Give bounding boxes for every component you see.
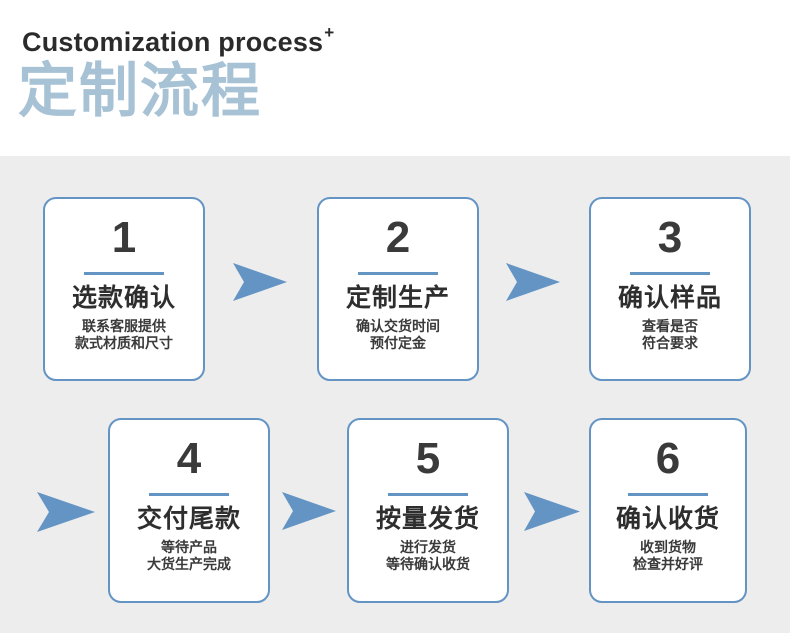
- step-subtitle-line-1: 收到货物: [640, 538, 696, 555]
- step-subtitle-line-2: 预付定金: [370, 335, 426, 352]
- step-divider-rule: [149, 493, 229, 496]
- step-number: 4: [176, 434, 202, 483]
- step-card-1: 1 选款确认 联系客服提供 款式材质和尺寸: [43, 197, 205, 381]
- step-card-5: 5 按量发货 进行发货 等待确认收货: [347, 418, 509, 603]
- step-subtitle-line-2: 等待确认收货: [386, 556, 470, 573]
- arrow-right-icon: [282, 492, 336, 530]
- page-title-superscript-plus: +: [324, 23, 335, 42]
- page-title-english-text: Customization process: [22, 27, 324, 57]
- step-card-4: 4 交付尾款 等待产品 大货生产完成: [108, 418, 270, 603]
- step-subtitle: 收到货物 检查并好评: [633, 539, 703, 574]
- step-subtitle: 等待产品 大货生产完成: [147, 539, 231, 574]
- step-subtitle: 联系客服提供 款式材质和尺寸: [75, 318, 173, 353]
- step-number: 5: [415, 434, 441, 483]
- step-subtitle-line-1: 进行发货: [400, 538, 456, 555]
- step-subtitle-line-2: 大货生产完成: [147, 556, 231, 573]
- step-subtitle-line-2: 检查并好评: [633, 556, 703, 573]
- step-subtitle-line-1: 确认交货时间: [356, 317, 440, 334]
- step-title: 交付尾款: [136, 505, 241, 533]
- step-subtitle-line-2: 符合要求: [642, 335, 698, 352]
- step-number: 2: [385, 213, 411, 262]
- step-divider-rule: [358, 272, 438, 275]
- step-subtitle: 进行发货 等待确认收货: [386, 539, 470, 574]
- step-number: 1: [111, 213, 137, 262]
- step-card-2: 2 定制生产 确认交货时间 预付定金: [317, 197, 479, 381]
- step-title: 确认收货: [615, 505, 720, 533]
- arrow-right-icon: [524, 492, 580, 531]
- step-subtitle-line-1: 查看是否: [642, 317, 698, 334]
- step-subtitle-line-1: 等待产品: [161, 538, 217, 555]
- step-title: 确认样品: [617, 284, 722, 312]
- arrow-right-icon: [37, 492, 95, 532]
- step-title: 选款确认: [71, 284, 176, 312]
- step-divider-rule: [628, 493, 708, 496]
- step-number: 6: [655, 434, 681, 483]
- step-number: 3: [657, 213, 683, 262]
- page-title-chinese: 定制流程: [18, 58, 263, 124]
- step-divider-rule: [84, 272, 164, 275]
- arrow-right-icon: [506, 263, 560, 301]
- step-divider-rule: [630, 272, 710, 275]
- step-divider-rule: [388, 493, 468, 496]
- page-title-english: Customization process+: [22, 23, 335, 58]
- page-header: Customization process+ 定制流程: [0, 0, 790, 156]
- step-subtitle: 查看是否 符合要求: [642, 318, 698, 353]
- step-subtitle-line-2: 款式材质和尺寸: [75, 335, 173, 352]
- step-title: 定制生产: [345, 284, 450, 312]
- step-card-6: 6 确认收货 收到货物 检查并好评: [589, 418, 747, 603]
- step-card-3: 3 确认样品 查看是否 符合要求: [589, 197, 751, 381]
- step-title: 按量发货: [375, 505, 480, 533]
- step-subtitle-line-1: 联系客服提供: [82, 317, 166, 334]
- step-subtitle: 确认交货时间 预付定金: [356, 318, 440, 353]
- arrow-right-icon: [233, 263, 287, 301]
